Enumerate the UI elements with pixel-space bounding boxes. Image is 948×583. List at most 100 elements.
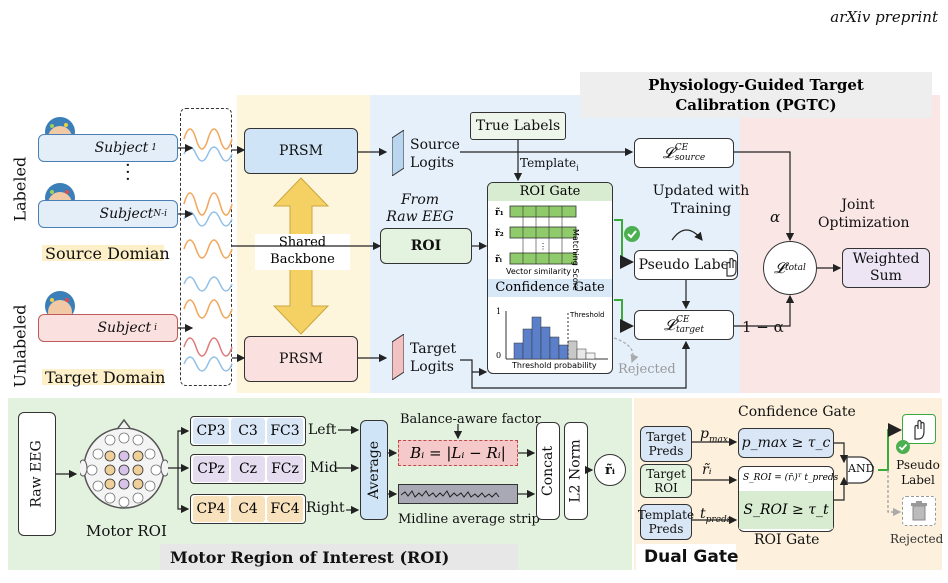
one-minus-alpha-label: 1 − α <box>742 318 784 336</box>
target-roi-line1: Target <box>646 467 686 481</box>
right-channel-group: CP4 C4 FC4 <box>190 494 306 524</box>
target-preds-line1: Target <box>646 430 686 444</box>
channel-chip: C4 <box>231 496 265 522</box>
head-map-icon <box>80 416 168 516</box>
target-preds-box: Target Preds <box>640 426 692 462</box>
left-label: Left <box>308 422 337 438</box>
rejected-label-2: Rejected <box>890 532 944 546</box>
loss-source-sup: CE <box>674 143 689 153</box>
target-domain-label: Target Domain <box>45 368 166 387</box>
subject-ni-text: Subject <box>99 206 154 222</box>
subject-i-text: Subject <box>97 320 152 336</box>
motor-roi-label: Motor ROI <box>86 522 167 540</box>
pgtc-title-line1: Physiology-Guided Target <box>648 76 864 94</box>
template-preds-line2: Preds <box>648 522 684 536</box>
template-preds-line1: Template <box>637 508 695 522</box>
pseudo-label-2b: Label <box>901 473 935 487</box>
l2norm-box: L2 Norm <box>564 422 588 520</box>
header-text: arXiv preprint <box>830 8 938 26</box>
joint-line2: Optimization <box>818 215 910 231</box>
source-logits-label: Source Logits <box>410 136 460 172</box>
pgtc-title: Physiology-Guided Target Calibration (PG… <box>580 72 932 118</box>
confidence-gate-header: Confidence Gate <box>488 279 612 297</box>
gate-panel: ROI Gate Confidence Gate ⋮ r̃₁ r̃₂ r̃ᵢ <box>487 182 613 374</box>
from-raw-label: From Raw EEG <box>385 192 455 226</box>
pseudo-label-2a: Pseudo <box>896 458 940 472</box>
source-logits-line1: Source <box>410 137 460 153</box>
target-roi-box: Target ROI <box>640 464 692 498</box>
threshold-label: Threshold <box>570 311 605 319</box>
raw-eeg-label: Raw EEG <box>29 440 46 508</box>
midline-strip-label: Midline average strip <box>398 512 540 527</box>
dual-gate-title-box <box>636 544 736 570</box>
pgtc-region <box>740 95 940 393</box>
joint-optimization-label: Joint Optimization <box>818 196 910 232</box>
average-label: Average <box>366 440 382 500</box>
midline-strip <box>398 484 518 504</box>
rejected-top-label: Rejected <box>618 362 676 377</box>
weighted-sum-box: Weighted Sum <box>842 248 930 288</box>
y-axis-one: 1 <box>496 307 502 316</box>
r-i-circle: r̃ᵢ <box>594 454 626 486</box>
roi-condition-inner: S_ROI ≥ τ_t <box>739 491 833 529</box>
right-label: Right <box>306 500 345 516</box>
prsm-top: PRSM <box>244 128 358 174</box>
t-preds-sub: preds <box>705 514 732 525</box>
source-logits-shape <box>392 130 404 176</box>
svg-text:r̃ᵢ: r̃ᵢ <box>495 254 503 265</box>
source-domain-bg <box>42 245 164 261</box>
alpha-label: α <box>770 208 781 226</box>
pgtc-title-line2: Calibration (PGTC) <box>675 96 837 114</box>
r-tilde-label: r̃ᵢ <box>702 462 712 478</box>
and-gate-icon <box>846 456 878 484</box>
vector-similarity-label: Vector similarity <box>506 267 571 276</box>
labeled-label: Labeled <box>10 156 30 222</box>
concat-box: Concat <box>536 422 560 520</box>
average-box: Average <box>360 420 388 520</box>
svg-text:r̃₂: r̃₂ <box>495 228 504 239</box>
target-domain-bg <box>42 369 164 385</box>
channel-chip: FCz <box>267 456 303 482</box>
unlabeled-label: Unlabeled <box>10 304 30 388</box>
channel-chip: C3 <box>231 418 265 444</box>
t-preds-text: t <box>700 506 706 522</box>
from-raw-line2: Raw EEG <box>386 209 454 225</box>
loss-target-sub: target <box>675 325 704 335</box>
roi-box: ROI <box>380 228 472 264</box>
threshold-probability-label: Threshold probability <box>512 361 597 370</box>
trash-icon <box>911 501 927 521</box>
weighted-line2: Sum <box>870 268 902 284</box>
updated-line1: Updated with <box>652 183 750 199</box>
and-label: AND <box>848 462 875 475</box>
channel-chip: CP3 <box>193 418 229 444</box>
source-logits-line2: Logits <box>410 155 454 171</box>
dual-gate-title: Dual Gate <box>644 547 739 567</box>
template-text: Template <box>520 156 577 170</box>
target-logits-line1: Target <box>410 341 457 357</box>
mid-label: Mid <box>310 460 338 476</box>
motor-title: Motor Region of Interest (ROI) <box>170 548 450 567</box>
y-axis-zero: 0 <box>496 351 502 360</box>
loss-source-symbol: 𝓛 <box>662 144 674 162</box>
hand-cursor-icon <box>722 256 740 278</box>
loss-total-symbol: 𝓛 <box>774 259 785 277</box>
template-label: Templatei <box>520 156 579 172</box>
pseudo-label-box: Pseudo Label <box>634 250 738 280</box>
target-preds-line2: Preds <box>648 444 684 458</box>
balance-factor-label: Balance-aware factor <box>400 412 541 427</box>
channel-chip: CP4 <box>193 496 229 522</box>
raw-eeg-box: Raw EEG <box>18 412 56 536</box>
svg-text:r̃₁: r̃₁ <box>495 207 504 218</box>
subject-ni-sub: N-i <box>153 209 167 219</box>
updated-line2: Training <box>670 201 732 217</box>
p-max-text: p <box>700 426 709 442</box>
check-icon <box>896 440 910 454</box>
balance-formula-box: Bᵢ = |Lᵢ − Rᵢ| <box>398 440 518 466</box>
s-roi-formula: S_ROI = (r̃ᵢ)ᵀ t_preds <box>743 473 839 483</box>
target-logits-shape <box>392 334 404 380</box>
